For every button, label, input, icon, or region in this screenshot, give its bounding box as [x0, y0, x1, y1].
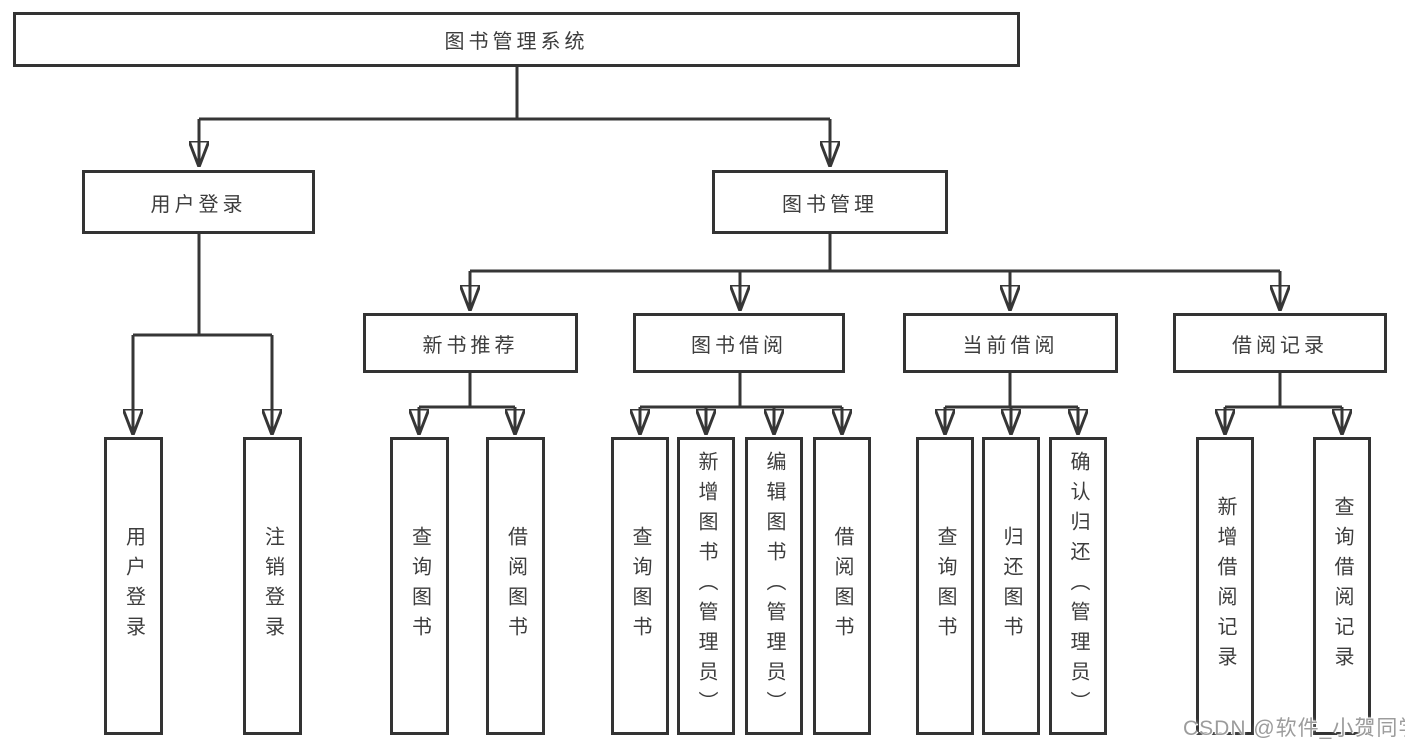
node-label: 借阅记录 [1232, 334, 1328, 357]
leaf-confirm-return-admin: 确认归还（管理员） [1049, 437, 1107, 735]
node-label: 用户登录 [150, 193, 247, 216]
leaf-borrow-books: 借阅图书 [813, 437, 871, 735]
node-label: 图书管理 [782, 193, 878, 216]
node-book-borrowing: 图书借阅 [633, 313, 845, 373]
leaf-label: 确认归还（管理员） [1067, 451, 1089, 721]
node-user-login: 用户登录 [82, 170, 315, 234]
leaf-label: 借阅图书 [504, 526, 527, 646]
leaf-label: 查询借阅记录 [1331, 496, 1353, 676]
leaf-label: 新增借阅记录 [1214, 496, 1236, 676]
leaf-user-login: 用户登录 [104, 437, 163, 735]
leaf-label: 注销登录 [261, 526, 284, 646]
node-label: 图书管理系统 [444, 31, 589, 53]
leaf-edit-books-admin: 编辑图书（管理员） [745, 437, 803, 735]
leaf-query-borrow-record: 查询借阅记录 [1313, 437, 1371, 735]
node-new-book-recommendation: 新书推荐 [363, 313, 578, 373]
leaf-query-books-current: 查询图书 [916, 437, 974, 735]
leaf-label: 归还图书 [1000, 526, 1022, 646]
leaf-label: 借阅图书 [831, 526, 853, 646]
leaf-label: 新增图书（管理员） [695, 451, 717, 721]
node-borrowing-records: 借阅记录 [1173, 313, 1387, 373]
csdn-watermark: CSDN @软件_小贺同学 [1183, 717, 1405, 740]
leaf-logout: 注销登录 [243, 437, 302, 735]
node-label: 图书借阅 [691, 334, 787, 357]
leaf-label: 查询图书 [934, 526, 956, 646]
node-book-management: 图书管理 [712, 170, 948, 234]
node-current-borrowing: 当前借阅 [903, 313, 1118, 373]
leaf-label: 用户登录 [122, 526, 145, 646]
leaf-label: 查询图书 [408, 526, 431, 646]
leaf-add-books-admin: 新增图书（管理员） [677, 437, 735, 735]
node-library-management-system: 图书管理系统 [13, 12, 1020, 67]
leaf-add-borrow-record: 新增借阅记录 [1196, 437, 1254, 735]
leaf-label: 查询图书 [629, 526, 651, 646]
leaf-query-books-recommend: 查询图书 [390, 437, 449, 735]
node-label: 当前借阅 [962, 334, 1059, 357]
leaf-return-books: 归还图书 [982, 437, 1040, 735]
leaf-query-books-borrow: 查询图书 [611, 437, 669, 735]
leaf-label: 编辑图书（管理员） [763, 451, 785, 721]
node-label: 新书推荐 [422, 334, 519, 357]
leaf-borrow-books-recommend: 借阅图书 [486, 437, 545, 735]
